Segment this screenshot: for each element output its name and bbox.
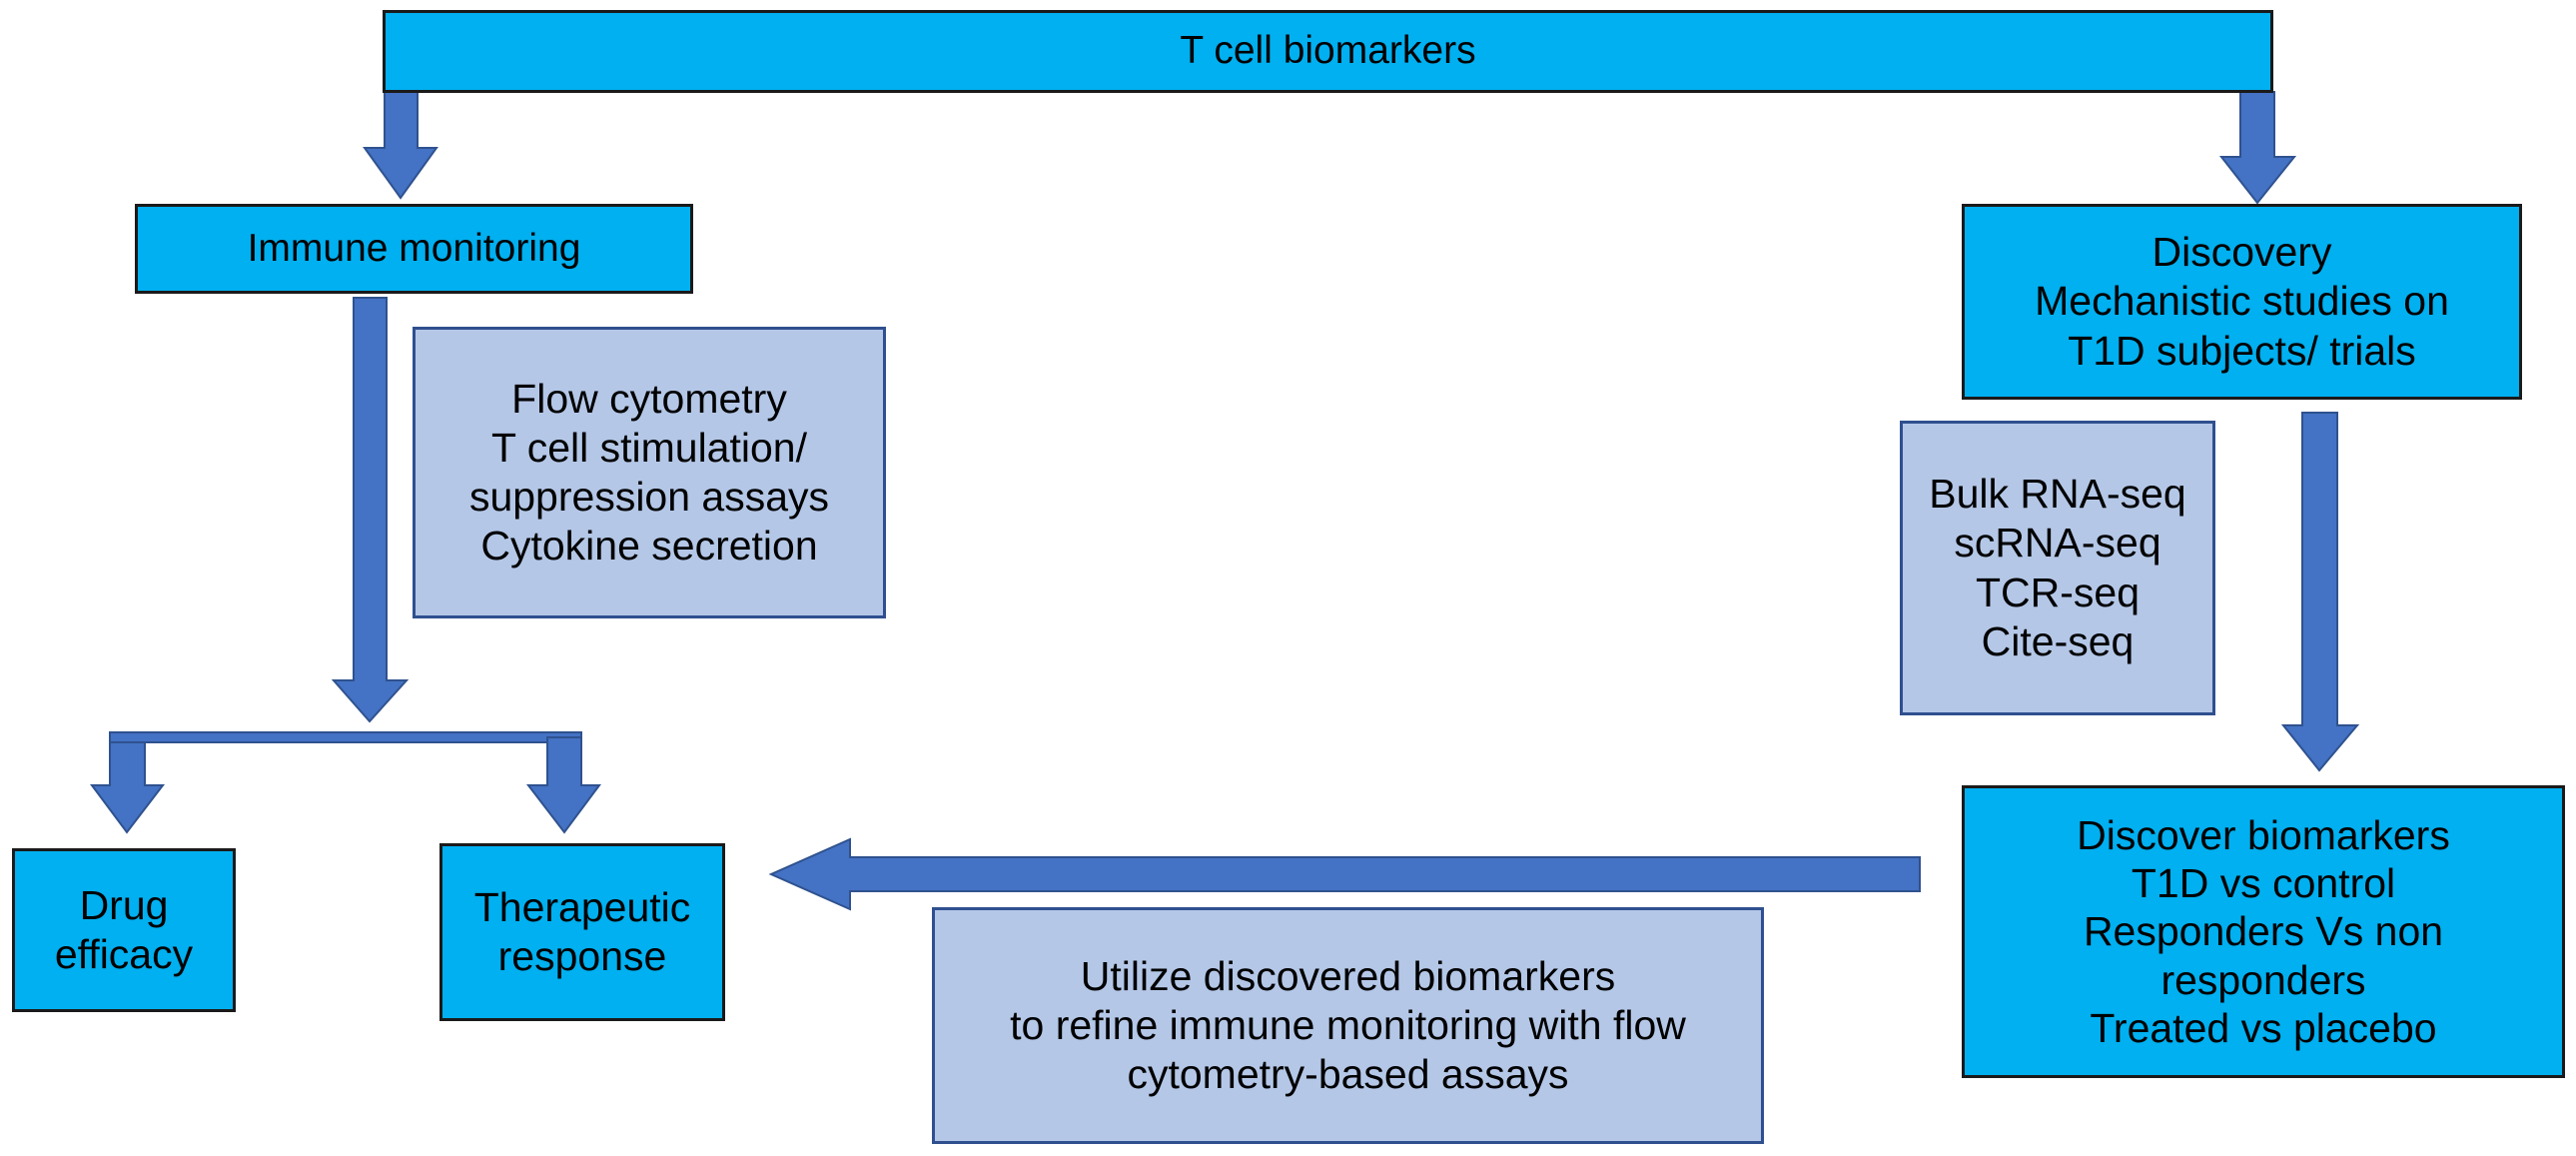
title-box: T cell biomarkers <box>383 10 2273 93</box>
biomarker-line: Discover biomarkers <box>2077 811 2450 858</box>
method-line: suppression assays <box>468 474 830 520</box>
sequencing-method: Cite-seq <box>1981 617 2135 664</box>
feedback-line: cytometry-based assays <box>1127 1051 1569 1098</box>
arrow-to-therapeutic-response <box>525 736 601 834</box>
method-line: Flow cytometry <box>511 375 787 422</box>
discovery-box: Discovery Mechanistic studies on T1D sub… <box>1962 204 2522 400</box>
biomarker-line: Responders Vs non <box>2083 908 2444 955</box>
biomarker-line: Treated vs placebo <box>2090 1005 2437 1052</box>
therapeutic-response-box: Therapeutic response <box>439 843 725 1021</box>
sequencing-method: TCR-seq <box>1975 569 2141 615</box>
drug-efficacy-box: Drug efficacy <box>12 848 236 1012</box>
sequencing-methods-box: Bulk RNA-seq scRNA-seq TCR-seq Cite-seq <box>1900 421 2215 715</box>
sequencing-method: Bulk RNA-seq <box>1929 471 2186 518</box>
title-text: T cell biomarkers <box>1180 29 1476 73</box>
discovery-line: T1D subjects/ trials <box>2068 327 2416 374</box>
biomarker-line: responders <box>2160 956 2366 1003</box>
biomarkers-box: Discover biomarkers T1D vs control Respo… <box>1962 785 2565 1078</box>
arrow-to-drug-efficacy <box>90 741 166 834</box>
therapeutic-response-line: Therapeutic <box>473 883 691 930</box>
monitoring-methods-box: Flow cytometry T cell stimulation/ suppr… <box>413 327 886 618</box>
drug-efficacy-line: efficacy <box>54 931 194 977</box>
discovery-line: Discovery <box>2151 229 2332 276</box>
split-bar <box>109 731 582 743</box>
drug-efficacy-line: Drug <box>79 881 169 928</box>
therapeutic-response-line: response <box>497 933 667 979</box>
immune-monitoring-label: Immune monitoring <box>247 226 581 270</box>
arrow-feedback-left <box>768 837 1921 911</box>
arrow-discovery-down <box>2280 412 2360 772</box>
arrow-to-discovery <box>2218 91 2297 205</box>
biomarker-line: T1D vs control <box>2131 859 2396 906</box>
arrow-to-immune-monitoring <box>363 91 438 200</box>
method-line: Cytokine secretion <box>480 523 818 570</box>
feedback-line: Utilize discovered biomarkers <box>1080 952 1616 999</box>
discovery-line: Mechanistic studies on <box>2035 278 2449 325</box>
method-line: T cell stimulation/ <box>491 424 807 471</box>
feedback-box: Utilize discovered biomarkers to refine … <box>932 907 1764 1144</box>
immune-monitoring-box: Immune monitoring <box>135 204 693 294</box>
sequencing-method: scRNA-seq <box>1954 520 2161 567</box>
feedback-line: to refine immune monitoring with flow <box>1010 1001 1686 1048</box>
arrow-immune-down <box>331 297 410 723</box>
